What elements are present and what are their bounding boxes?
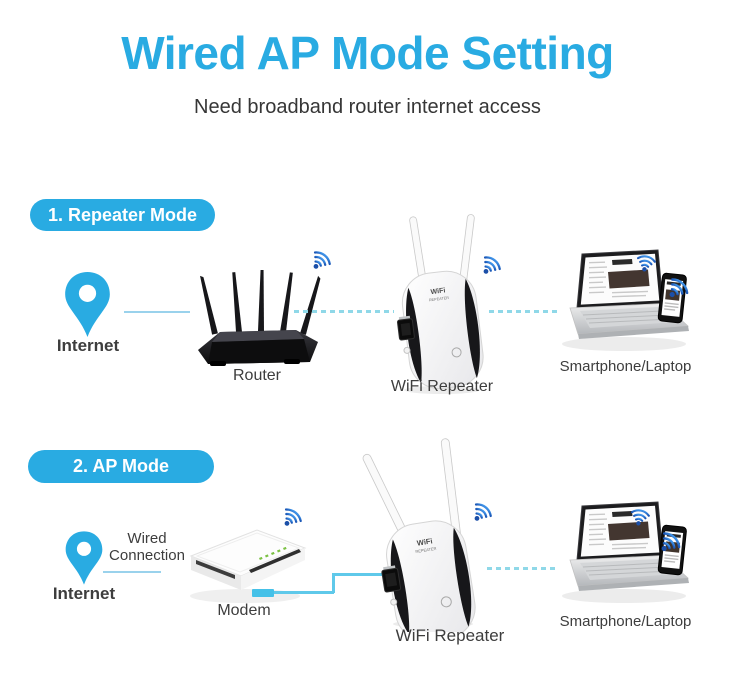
wifi-signal-icon — [661, 532, 681, 552]
repeater-mode-badge: 1. Repeater Mode — [30, 199, 215, 231]
router-repeater-dashed-line — [294, 310, 394, 313]
wifi-signal-icon — [630, 509, 650, 526]
internet-label: Internet — [52, 584, 116, 603]
repeater-label: WiFi Repeater — [390, 378, 494, 395]
repeater-label: WiFi Repeater — [395, 626, 505, 645]
wifi-signal-icon — [284, 508, 302, 526]
internet-modem-line — [103, 571, 161, 573]
client-label: Smartphone/Laptop — [559, 613, 692, 630]
wired-connection-label: Wired Connection — [109, 530, 185, 564]
internet-pin-icon — [65, 272, 110, 337]
wifi-repeater-image: WiFi REPEATER — [396, 214, 484, 394]
wifi-signal-icon — [636, 255, 656, 272]
repeater-client-dashed-line — [487, 567, 559, 570]
page-title: Wired AP Mode Setting — [121, 27, 614, 79]
repeater-client-dashed-line — [489, 310, 559, 313]
client-label: Smartphone/Laptop — [559, 358, 692, 375]
modem-label: Modem — [217, 602, 271, 619]
internet-label: Internet — [56, 336, 120, 355]
repeater-brand-print: WiFi — [416, 536, 433, 547]
wifi-signal-icon — [483, 256, 501, 274]
ethernet-connector — [252, 589, 274, 597]
wifi-signal-icon — [313, 251, 331, 269]
repeater-brand-print-sub: REPEATER — [429, 296, 450, 302]
wifi-repeater-image: WiFi REPEATER — [362, 438, 476, 632]
router-label: Router — [232, 367, 282, 384]
laptop-smartphone-image — [562, 249, 689, 351]
ethernet-wire-to-port — [332, 573, 390, 576]
repeater-brand-print: WiFi — [430, 287, 446, 296]
ethernet-wire-vertical — [332, 574, 335, 593]
page-subtitle: Need broadband router internet access — [194, 96, 541, 118]
wifi-signal-icon — [669, 278, 689, 298]
ap-mode-badge: 2. AP Mode — [28, 450, 214, 483]
wifi-signal-icon — [474, 503, 492, 521]
router-image — [198, 269, 321, 366]
ethernet-wire-horizontal — [274, 591, 334, 594]
repeater-brand-print-sub: REPEATER — [415, 546, 437, 554]
internet-router-line — [124, 311, 190, 313]
internet-pin-icon — [65, 531, 103, 585]
